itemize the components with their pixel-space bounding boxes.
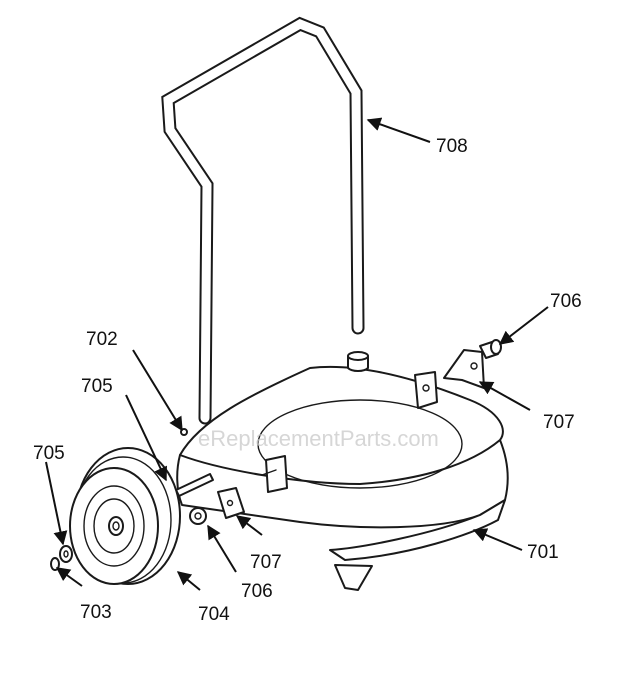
callout-704: 704	[198, 604, 230, 625]
axle-screw-left	[189, 507, 207, 525]
callout-701: 701	[527, 542, 559, 563]
callout-707-right: 707	[543, 412, 575, 433]
hinge-screw-right	[479, 339, 502, 359]
axle-bracket-left	[217, 455, 288, 519]
callout-706-right: 706	[550, 291, 582, 312]
callout-703: 703	[80, 602, 112, 623]
callout-707-left: 707	[250, 552, 282, 573]
watermark-text: eReplacementParts.com	[198, 426, 439, 451]
callout-706-left: 706	[241, 581, 273, 602]
callout-708: 708	[436, 136, 468, 157]
wheel-part	[69, 447, 181, 585]
handle-socket-right	[347, 351, 369, 372]
callout-702: 702	[86, 329, 118, 350]
callout-705-inner: 705	[81, 376, 113, 397]
hubcap-part	[50, 557, 60, 571]
hinge-bracket-right	[414, 349, 485, 409]
leader-lines	[45, 117, 549, 591]
handle-part	[161, 16, 365, 425]
callout-705-outer: 705	[33, 443, 65, 464]
washer-outer	[59, 545, 73, 563]
